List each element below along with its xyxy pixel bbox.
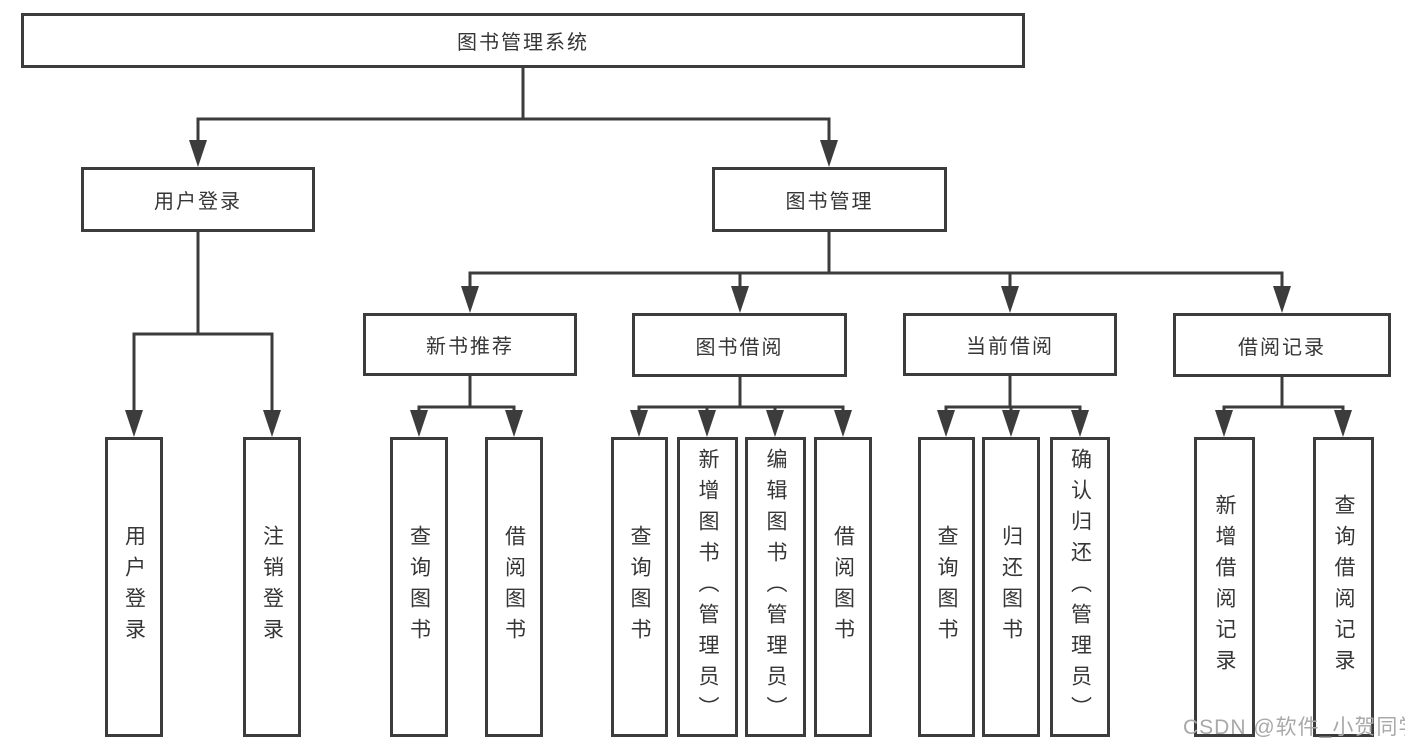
arrowhead	[1071, 410, 1089, 437]
connector-book-management-to-level2	[461, 230, 1291, 313]
node-label: 借阅记录	[1238, 336, 1326, 359]
arrowhead	[731, 286, 749, 313]
node-leaf-query-borrow-record: 查询借阅记录	[1313, 437, 1374, 737]
arrowhead	[1215, 410, 1233, 437]
node-label: 借阅图书	[831, 525, 855, 649]
arrowhead	[698, 410, 716, 437]
arrowhead	[461, 286, 479, 313]
connector-current-borrowing-to-leaves	[937, 374, 1089, 437]
node-label: 新书推荐	[426, 336, 514, 358]
node-leaf-query-books-borrowing: 查询图书	[611, 437, 668, 737]
node-user-login: 用户登录	[81, 167, 315, 232]
node-label: 新增借阅记录	[1213, 494, 1236, 680]
watermark: CSDN @软件_小贺同学	[1183, 716, 1405, 739]
arrowhead	[937, 410, 955, 437]
arrowhead	[1334, 410, 1352, 437]
node-leaf-borrow-books-recommend: 借阅图书	[485, 437, 543, 737]
node-label: 注销登录	[260, 525, 284, 649]
arrowhead	[766, 410, 784, 437]
node-leaf-borrow-books-borrowing: 借阅图书	[814, 437, 872, 737]
node-new-book-recommend: 新书推荐	[363, 313, 577, 376]
node-label: 借阅图书	[502, 525, 526, 649]
connector-book-borrowing-to-leaves	[630, 375, 852, 437]
arrowhead	[820, 140, 838, 167]
connector-user-login-to-leaves	[125, 230, 281, 437]
node-label: 查询图书	[628, 525, 651, 649]
node-label: 编辑图书（管理员）	[764, 447, 787, 727]
node-book-borrowing: 图书借阅	[632, 313, 847, 377]
arrowhead	[505, 410, 523, 437]
node-root: 图书管理系统	[21, 13, 1025, 68]
node-leaf-query-books-recommend: 查询图书	[390, 437, 448, 737]
arrowhead	[125, 410, 143, 437]
arrowhead	[1001, 286, 1019, 313]
node-leaf-logout: 注销登录	[243, 437, 301, 737]
node-leaf-add-book-admin: 新增图书（管理员）	[677, 437, 738, 737]
node-leaf-confirm-return-admin: 确认归还（管理员）	[1050, 437, 1110, 737]
arrowhead	[1002, 410, 1020, 437]
connector-root-to-level1	[189, 66, 838, 167]
arrowhead	[189, 140, 207, 167]
node-current-borrowing: 当前借阅	[903, 313, 1117, 376]
node-label: 图书管理系统	[457, 32, 589, 54]
arrowhead	[410, 410, 428, 437]
node-label: 查询图书	[935, 525, 958, 649]
node-label: 新增图书（管理员）	[696, 447, 719, 727]
node-book-management: 图书管理	[712, 167, 947, 232]
node-leaf-user-login: 用户登录	[105, 437, 163, 737]
connector-new-book-recommend-to-leaves	[410, 374, 523, 437]
node-label: 图书借阅	[695, 336, 784, 359]
node-label: 图书管理	[785, 191, 874, 213]
node-leaf-edit-book-admin: 编辑图书（管理员）	[745, 437, 806, 737]
node-label: 确认归还（管理员）	[1068, 447, 1092, 727]
arrowhead	[834, 410, 852, 437]
node-label: 用户登录	[122, 525, 146, 649]
node-leaf-query-books-current: 查询图书	[918, 437, 975, 737]
arrowhead	[1273, 286, 1291, 313]
arrowhead	[630, 410, 648, 437]
node-borrowing-records: 借阅记录	[1173, 313, 1391, 377]
arrowhead	[263, 410, 281, 437]
node-leaf-return-book: 归还图书	[982, 437, 1040, 737]
node-label: 用户登录	[154, 191, 242, 213]
connector-borrowing-records-to-leaves	[1215, 375, 1352, 437]
node-label: 查询借阅记录	[1332, 494, 1355, 680]
node-label: 查询图书	[407, 525, 431, 649]
node-label: 归还图书	[999, 525, 1023, 649]
node-label: 当前借阅	[966, 336, 1054, 358]
node-leaf-add-borrow-record: 新增借阅记录	[1194, 437, 1255, 737]
